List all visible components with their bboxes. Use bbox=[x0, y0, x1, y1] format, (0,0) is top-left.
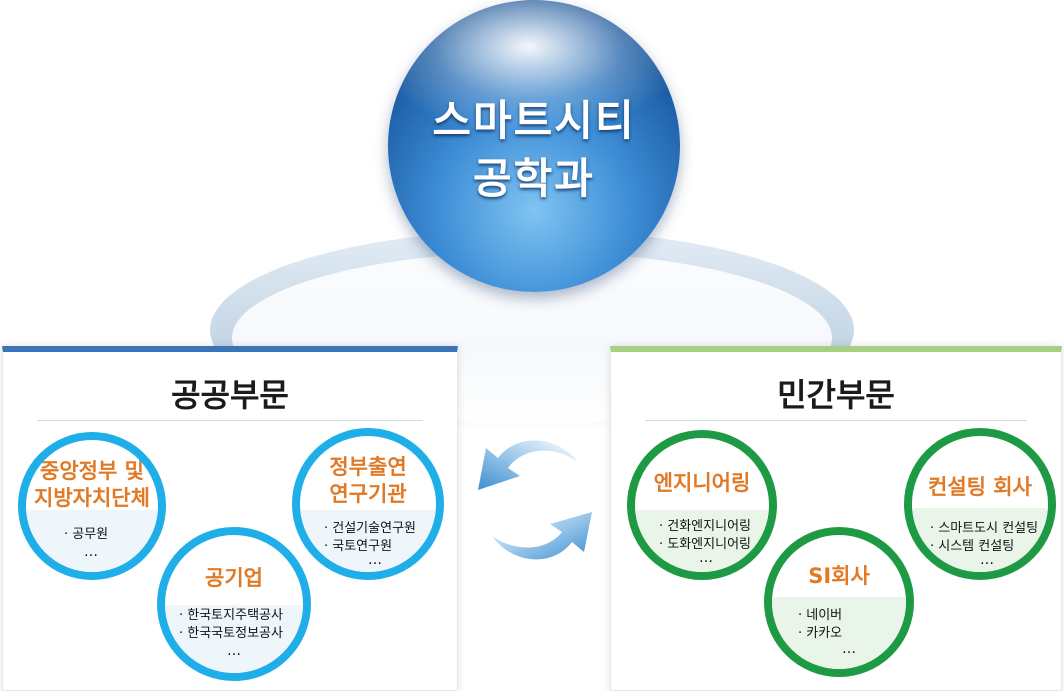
org-items: · 공무원 bbox=[64, 526, 108, 544]
org-si-company: SI회사 · 네이버 · 카카오 … bbox=[764, 527, 914, 677]
center-title: 스마트시티 공학과 bbox=[432, 96, 636, 203]
org-item: · 건화엔지니어링 bbox=[659, 519, 751, 534]
org-item: · 도화엔지니어링 bbox=[659, 537, 751, 552]
org-items: · 건화엔지니어링 · 도화엔지니어링 bbox=[659, 518, 751, 554]
org-more: … bbox=[368, 552, 383, 568]
org-more: … bbox=[842, 641, 857, 657]
org-item: · 건설기술연구원 bbox=[324, 521, 416, 536]
org-band bbox=[300, 510, 436, 572]
org-more: … bbox=[980, 552, 995, 568]
org-name: 컨설팅 회사 bbox=[928, 475, 1032, 499]
center-orb: 스마트시티 공학과 bbox=[388, 0, 680, 292]
org-items: · 건설기술연구원 · 국토연구원 bbox=[324, 520, 416, 556]
arrow-to-public bbox=[478, 440, 578, 490]
org-central-government: 중앙정부 및 지방자치단체 · 공무원 … bbox=[18, 432, 166, 580]
private-sector-title: 민간부문 bbox=[777, 376, 895, 414]
org-name: 정부출연 연구기관 bbox=[329, 455, 407, 506]
org-items: · 한국토지주택공사 · 한국국토정보공사 bbox=[179, 607, 283, 643]
org-band bbox=[772, 597, 906, 669]
org-more: … bbox=[84, 544, 99, 560]
org-item: · 스마트도시 컨설팅 bbox=[930, 521, 1039, 536]
org-band bbox=[912, 508, 1048, 572]
org-item: · 네이버 bbox=[798, 608, 843, 623]
org-band bbox=[26, 510, 158, 572]
org-name: 엔지니어링 bbox=[653, 471, 751, 495]
org-items: · 네이버 · 카카오 bbox=[798, 607, 842, 643]
org-item: · 시스템 컨설팅 bbox=[930, 539, 1015, 554]
org-band bbox=[635, 510, 769, 572]
org-name: 중앙정부 및 지방자치단체 bbox=[34, 459, 150, 510]
public-sector-divider bbox=[37, 420, 423, 421]
org-band bbox=[165, 605, 303, 673]
org-more: … bbox=[227, 643, 242, 659]
org-consulting: 컨설팅 회사 · 스마트도시 컨설팅 · 시스템 컨설팅 … bbox=[904, 428, 1056, 580]
org-name: SI회사 bbox=[808, 564, 870, 588]
org-item: · 국토연구원 bbox=[324, 539, 393, 554]
org-item: · 한국토지주택공사 bbox=[179, 608, 283, 623]
private-sector-divider bbox=[645, 420, 1027, 421]
org-engineering: 엔지니어링 · 건화엔지니어링 · 도화엔지니어링 … bbox=[627, 430, 777, 580]
org-more: … bbox=[699, 550, 714, 566]
org-item: · 한국국토정보공사 bbox=[179, 626, 283, 641]
public-sector-title: 공공부문 bbox=[171, 376, 289, 414]
org-public-enterprise: 공기업 · 한국토지주택공사 · 한국국토정보공사 … bbox=[157, 527, 311, 681]
arrow-to-private bbox=[492, 512, 592, 560]
org-items: · 스마트도시 컨설팅 · 시스템 컨설팅 bbox=[930, 520, 1038, 556]
org-item: · 카카오 bbox=[798, 626, 843, 641]
org-item: · 공무원 bbox=[64, 527, 109, 542]
org-research-institute: 정부출연 연구기관 · 건설기술연구원 · 국토연구원 … bbox=[292, 428, 444, 580]
org-name: 공기업 bbox=[205, 566, 263, 590]
